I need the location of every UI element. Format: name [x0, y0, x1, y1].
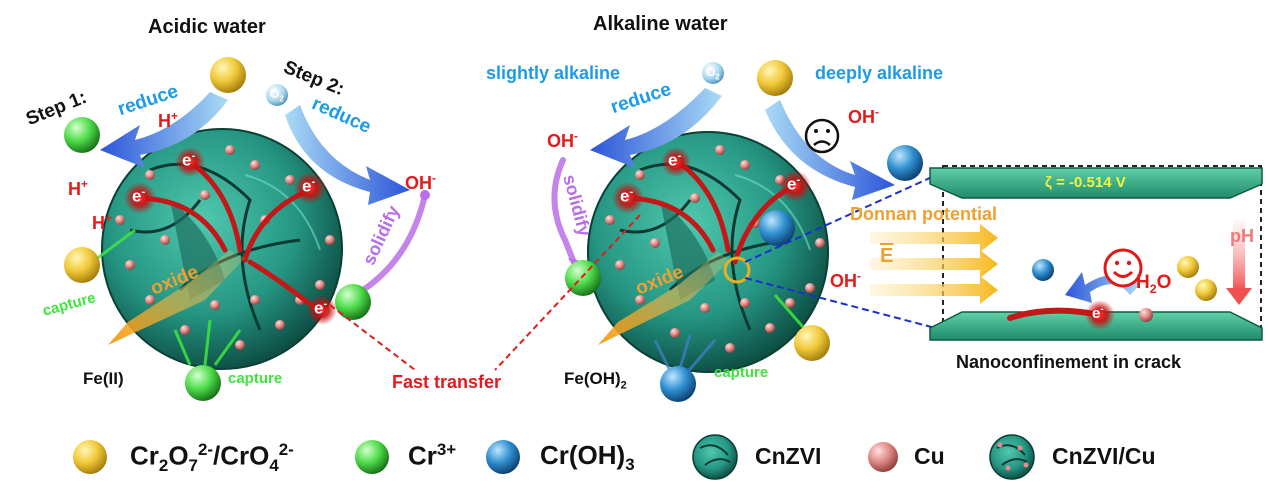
- cr6-ball: [210, 57, 246, 93]
- electron-label: e-: [302, 176, 316, 196]
- legend-icons: [73, 434, 1035, 480]
- oh-minus-label: OH-: [547, 130, 578, 151]
- right-cnzvi-sphere: [587, 131, 829, 373]
- cr6-ball: [64, 247, 100, 283]
- o2-label: O2: [706, 65, 720, 82]
- fast-transfer-line: [494, 214, 641, 371]
- legend-label-croh3: Cr(OH)3: [540, 440, 635, 475]
- croh3-ball: [887, 145, 923, 181]
- legend-label-cnzvi-cu: CnZVI/Cu: [1052, 443, 1156, 469]
- legend-label-cnzvi: CnZVI: [755, 443, 822, 469]
- left-reduce-arrow-step2: [285, 105, 410, 205]
- cr3-ball: [185, 365, 221, 401]
- right-oxide-arrow: [598, 252, 730, 345]
- crack-highlight-circle: [723, 256, 751, 284]
- zoom-line: [744, 277, 944, 331]
- fast-transfer-line: [329, 304, 416, 371]
- cr3-ball: [64, 117, 100, 153]
- zoom-line: [744, 171, 944, 263]
- donnan-potential-label: Donnan potential: [850, 204, 997, 224]
- electron-label: e-: [1092, 304, 1104, 322]
- slightly-alkaline-label: slightly alkaline: [486, 63, 621, 83]
- cr3-ball: [565, 260, 601, 296]
- electron-label: e-: [668, 150, 682, 170]
- right-reduce-arrow-deep: [765, 100, 895, 200]
- cr6-ball: [794, 325, 830, 361]
- electron-label: e-: [620, 186, 634, 206]
- nanoconfinement-inset: [870, 165, 1263, 341]
- left-solidify-arrow: [357, 192, 428, 295]
- h-plus-label: H+: [68, 178, 88, 199]
- electron-label: e-: [787, 174, 801, 194]
- h-plus-label: H+: [92, 212, 112, 233]
- o2-label: O2: [270, 87, 284, 104]
- left-oxide-arrow: [108, 250, 245, 345]
- o2-ball: [702, 62, 724, 84]
- oh-minus-label: OH-: [848, 106, 879, 127]
- left-reduce-arrow-step1: [100, 92, 228, 168]
- electron-label: e-: [132, 186, 146, 206]
- deeply-alkaline-label: deeply alkaline: [815, 63, 944, 83]
- capture-label: capture: [228, 370, 283, 387]
- legend-label-cu: Cu: [914, 443, 945, 469]
- fast-transfer-label: Fast transfer: [392, 372, 502, 392]
- h2o-label: H2O: [1136, 272, 1172, 296]
- right-reduce-arrow-slight: [590, 88, 722, 168]
- left-cu-dots: [115, 145, 335, 350]
- electron-label: e-: [182, 150, 196, 170]
- electron-label: e-: [314, 298, 328, 318]
- legend-label-cr3: Cr3+: [408, 440, 457, 471]
- sad-face-icon: [804, 118, 840, 154]
- right-solidify-arrow: [551, 157, 578, 268]
- h-plus-label: H+: [158, 110, 178, 131]
- fe2-label: Fe(II): [83, 369, 124, 388]
- croh3-ball: [660, 366, 696, 402]
- capture-label: capture: [714, 364, 769, 381]
- feoh2-label: Fe(OH)2: [564, 369, 627, 392]
- oh-minus-label: OH-: [405, 172, 436, 193]
- e-field-label: E: [880, 245, 894, 267]
- inset-caption: Nanoconfinement in crack: [956, 352, 1182, 372]
- cr6-ball: [757, 60, 793, 96]
- acidic-title: Acidic water: [148, 16, 266, 38]
- cr3-ball: [335, 284, 371, 320]
- left-solidify-arrow-head: [420, 190, 430, 200]
- legend-label-cr6: Cr2O72-/CrO42-: [130, 440, 294, 475]
- oh-minus-label: OH-: [830, 270, 861, 291]
- ph-label: pH: [1230, 226, 1254, 246]
- alkaline-title: Alkaline water: [593, 13, 728, 35]
- zeta-potential-label: ζ = -0.514 V: [1045, 174, 1126, 191]
- croh3-ball: [759, 210, 795, 246]
- o2-ball: [266, 84, 288, 106]
- electron-glows: [124, 147, 811, 325]
